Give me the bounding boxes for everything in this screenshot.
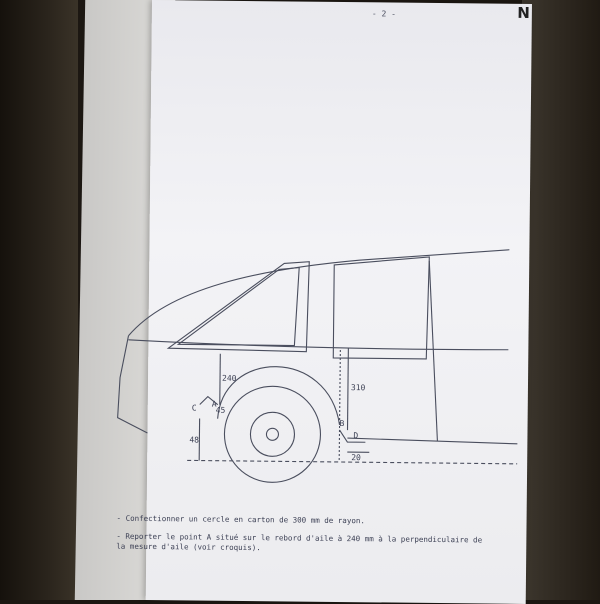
roof-line xyxy=(128,246,509,340)
bottom-instruction: - Confectionner un cercle en carton de 3… xyxy=(117,514,365,526)
dimension-20: 20 xyxy=(351,453,361,462)
dimension-48: 48 xyxy=(189,435,199,444)
point-d-label: D xyxy=(353,431,358,440)
page-number: - 2 - xyxy=(372,10,396,18)
vertical-guide xyxy=(339,350,340,462)
dimension-240: 240 xyxy=(222,374,237,383)
document-page: - 2 - N xyxy=(146,0,532,604)
dimension-45: 45 xyxy=(216,406,226,415)
point-b-label: B xyxy=(340,419,345,428)
door-line xyxy=(427,261,439,441)
wheel-hub xyxy=(266,428,278,440)
point-c-label: C xyxy=(192,403,197,412)
wheel-outer xyxy=(224,386,321,483)
dim-line-240 xyxy=(220,354,221,405)
point-a-label: A xyxy=(212,400,217,409)
bottom-instruction: la mesure d'aile (voir croquis). xyxy=(116,542,261,553)
dimension-310: 310 xyxy=(351,383,366,392)
door-window xyxy=(333,256,429,359)
sill-line xyxy=(347,438,517,444)
right-background xyxy=(522,0,600,600)
corner-mark: N xyxy=(517,4,530,22)
wheel-inner xyxy=(250,412,294,456)
dim-line-310 xyxy=(348,348,349,430)
side-window xyxy=(178,266,299,345)
window-frame xyxy=(168,260,309,351)
left-background xyxy=(0,0,78,600)
rear-profile xyxy=(117,336,148,433)
rear-extension-diagram: 240 310 48 20 45 A B C D xyxy=(107,228,530,492)
